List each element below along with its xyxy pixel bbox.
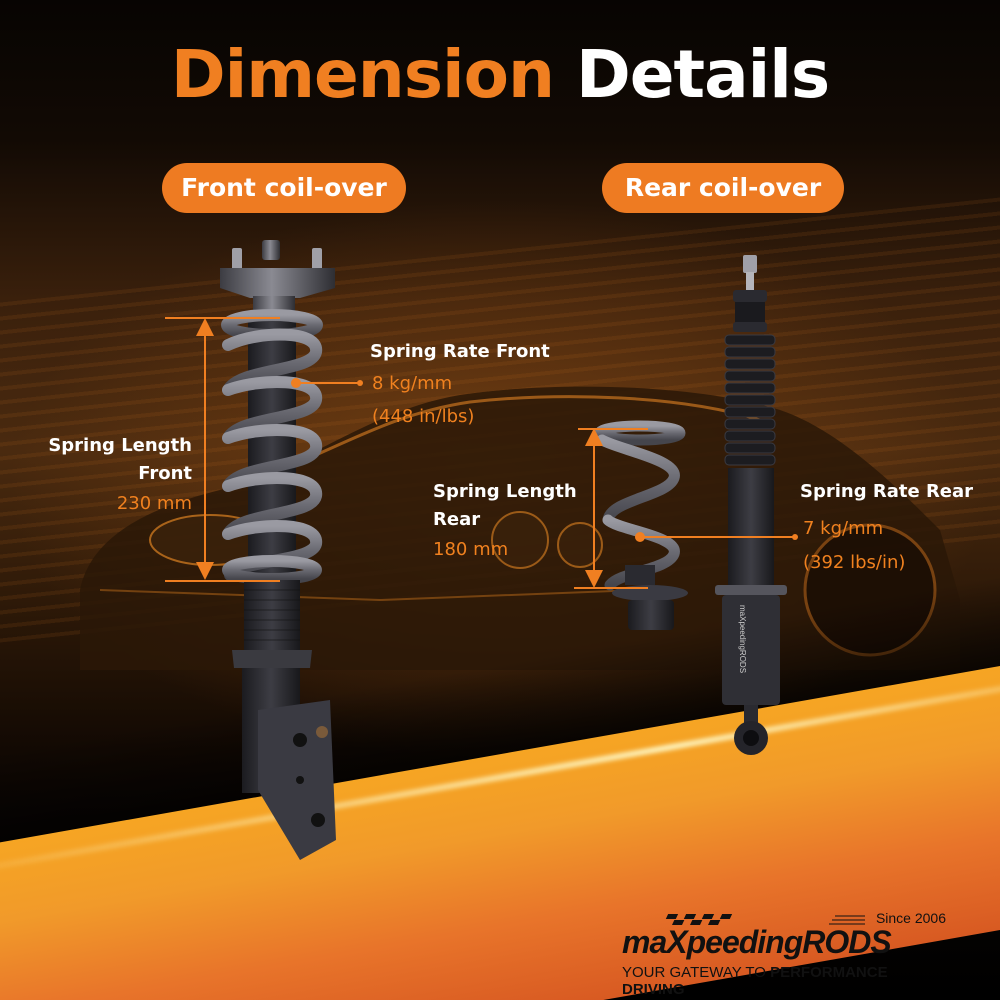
front-spring-rate-heading: Spring Rate Front bbox=[370, 341, 550, 362]
rear-spring-length-heading-line1: Spring Length bbox=[433, 481, 577, 502]
rear-length-top-marker bbox=[578, 428, 648, 430]
rear-spring-rate-value: 7 kg/mm bbox=[803, 518, 884, 539]
checkered-flag-icon bbox=[665, 914, 865, 925]
rear-length-bottom-marker bbox=[574, 587, 648, 589]
rear-spring-length-value: 180 mm bbox=[433, 539, 509, 560]
front-spring-rate-value: 8 kg/mm bbox=[372, 373, 453, 394]
rear-spring-rate-heading: Spring Rate Rear bbox=[800, 481, 974, 502]
brand-since: Since 2006 bbox=[875, 910, 946, 926]
title-part-1: Dimension bbox=[170, 36, 555, 113]
front-spring-length-heading-line2: Front bbox=[138, 463, 192, 484]
front-length-top-marker bbox=[165, 317, 280, 319]
brand-tagline: YOUR GATEWAY TO PERFORMANCE DRIVING bbox=[622, 964, 950, 998]
page-title: Dimension Details bbox=[0, 30, 1000, 120]
brand-tagline-bold: PERFORMANCE DRIVING bbox=[622, 964, 888, 998]
shock-body-logo: maXpeedingRODS bbox=[738, 605, 747, 673]
front-length-bottom-marker bbox=[165, 580, 280, 582]
front-spring-length-heading-line1: Spring Length bbox=[48, 435, 192, 456]
rear-spring-length-heading-line2: Rear bbox=[433, 509, 481, 530]
front-spring-length-value: 230 mm bbox=[116, 493, 192, 514]
rear-coilover-label: Rear coil-over bbox=[602, 163, 844, 213]
title-part-2: Details bbox=[575, 36, 830, 113]
front-coilover-label: Front coil-over bbox=[162, 163, 406, 213]
front-spring-rate-value-alt: (448 in/lbs) bbox=[372, 406, 475, 427]
rear-spring-rate-value-alt: (392 lbs/in) bbox=[803, 552, 906, 573]
brand-name: maXpeedingRODS bbox=[622, 924, 892, 960]
brand-logo: Since 2006 maXpeedingRODS YOUR GATEWAY T… bbox=[620, 910, 950, 998]
brand-tagline-regular: YOUR GATEWAY TO bbox=[622, 964, 771, 981]
